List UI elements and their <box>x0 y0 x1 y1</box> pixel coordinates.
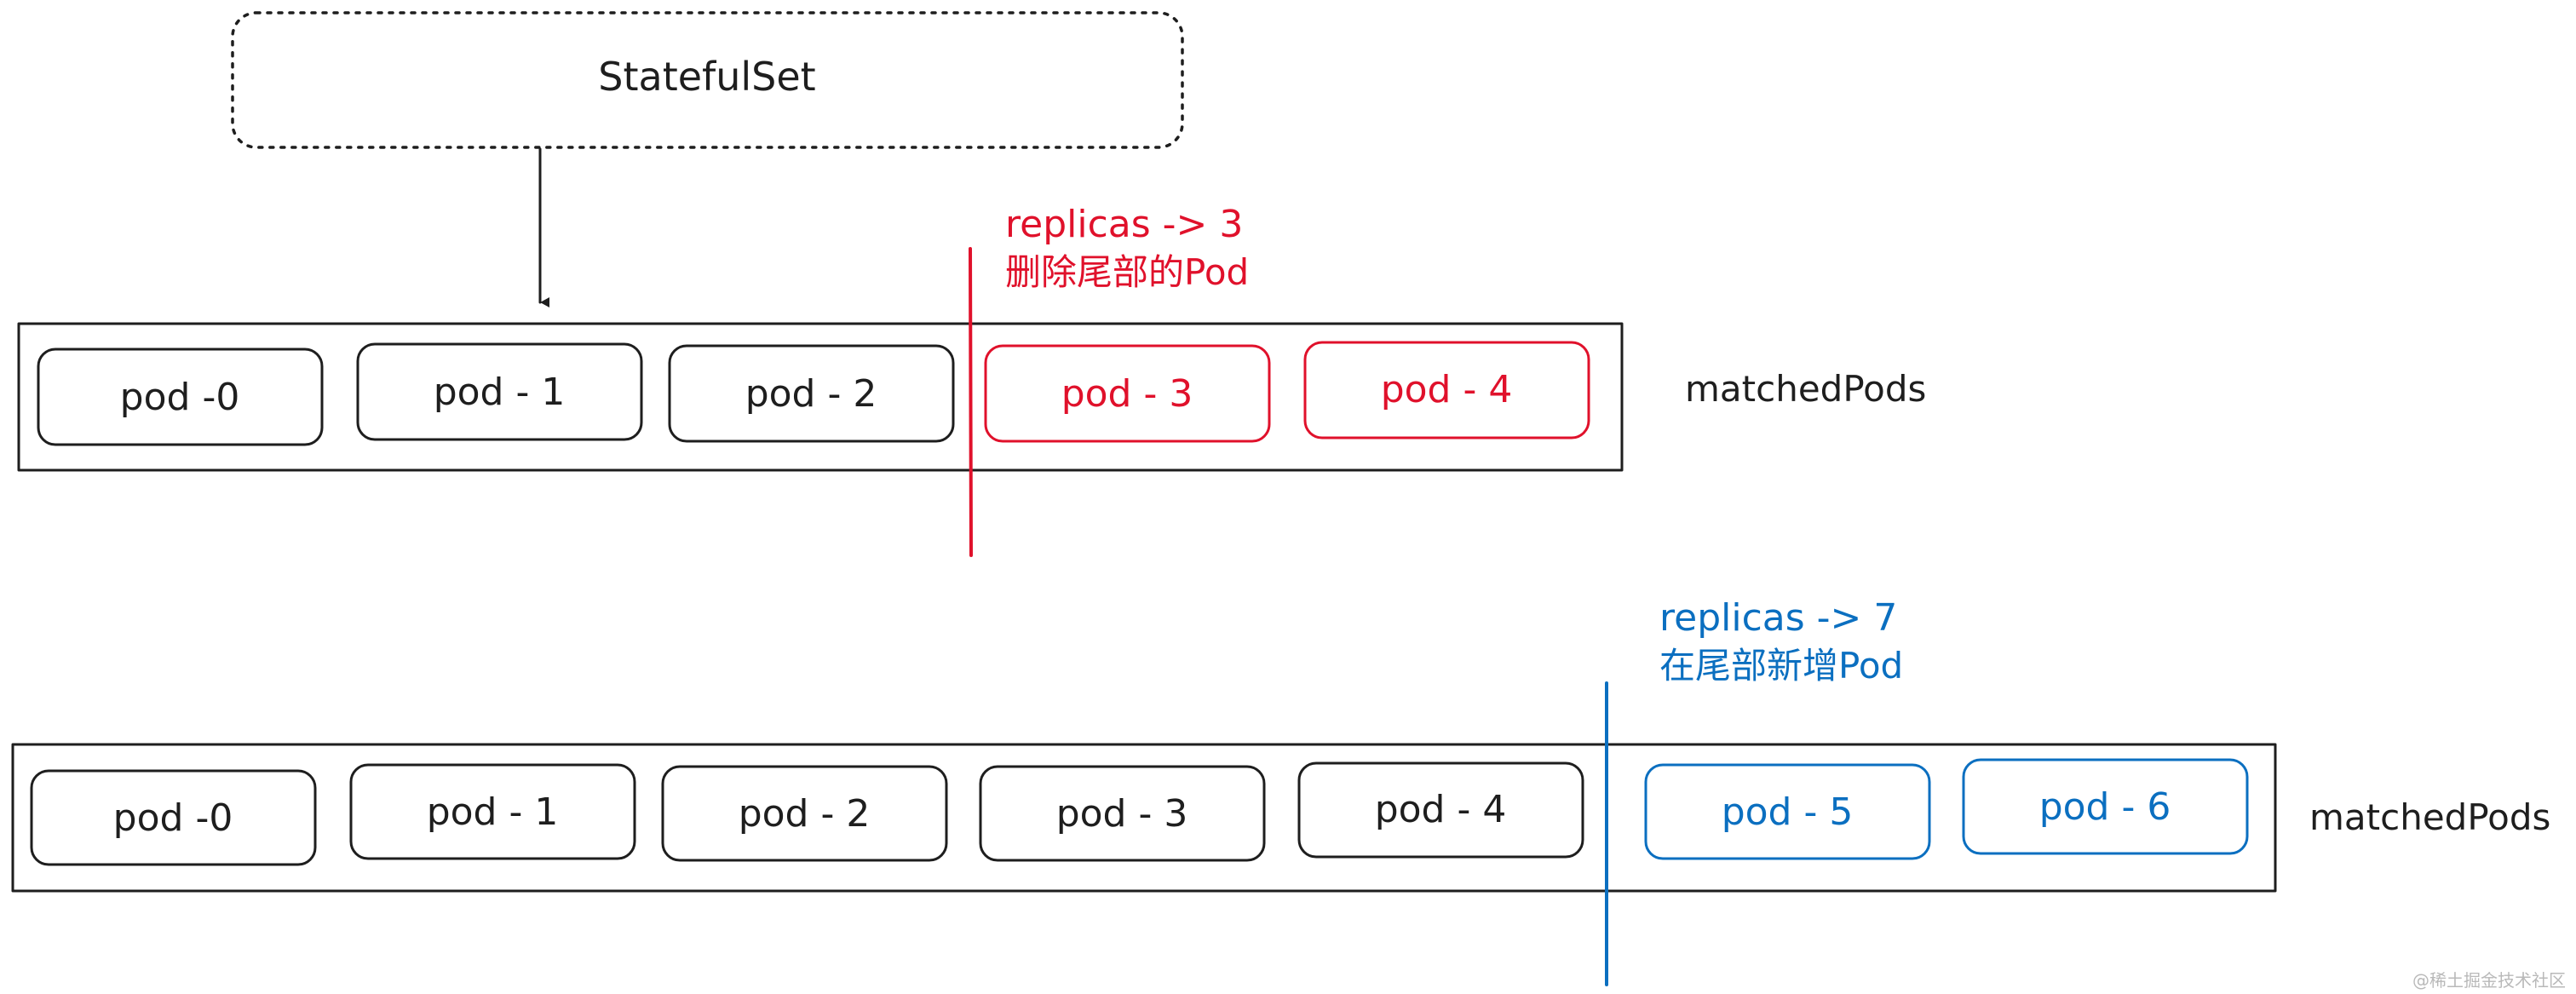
top-pod-3: pod - 3 <box>984 344 1271 443</box>
top-pod-4-label: pod - 4 <box>1381 368 1513 411</box>
top-pod-0-box <box>37 348 324 446</box>
bottom-pod-2-label: pod - 2 <box>739 792 871 836</box>
bottom-pod-5: pod - 5 <box>1644 763 1931 860</box>
bottom-pod-2-box <box>661 765 948 862</box>
bottom-pod-3-box <box>979 765 1266 862</box>
top-replicas-divider <box>969 247 973 557</box>
bottom-pod-4-box <box>1297 761 1584 859</box>
bottom-annotation-replicas: replicas -> 7 <box>1659 596 1897 640</box>
bottom-pod-1: pod - 1 <box>349 763 636 860</box>
top-pod-4-box <box>1303 341 1590 440</box>
statefulset-node: StatefulSet <box>231 11 1184 149</box>
top-pod-3-label: pod - 3 <box>1061 372 1193 416</box>
bottom-matched-pods-container <box>11 743 2277 893</box>
bottom-annotation-add: 在尾部新增Pod <box>1659 645 1903 687</box>
top-pod-1-label: pod - 1 <box>434 371 566 414</box>
bottom-pod-4-label: pod - 4 <box>1375 788 1507 831</box>
top-pod-2-box <box>668 344 955 443</box>
bottom-pod-3: pod - 3 <box>979 765 1266 862</box>
top-pod-0: pod -0 <box>37 348 324 446</box>
bottom-matched-pods-label: matchedPods <box>2309 796 2550 838</box>
watermark: @稀土掘金技术社区 <box>2412 970 2566 991</box>
bottom-pod-5-label: pod - 5 <box>1722 790 1854 834</box>
bottom-pod-6-label: pod - 6 <box>2039 785 2171 829</box>
top-annotation-delete: 删除尾部的Pod <box>1005 251 1249 293</box>
top-matched-pods-label: matchedPods <box>1685 368 1926 410</box>
bottom-pod-1-box <box>349 763 636 860</box>
top-pod-1: pod - 1 <box>356 342 643 441</box>
statefulset-label: StatefulSet <box>598 54 815 100</box>
bottom-pod-2: pod - 2 <box>661 765 948 862</box>
top-pod-3-box <box>984 344 1271 443</box>
bottom-pod-6: pod - 6 <box>1962 758 2249 855</box>
top-annotation-replicas: replicas -> 3 <box>1005 203 1243 246</box>
top-pod-1-box <box>356 342 643 441</box>
bottom-pod-0: pod -0 <box>30 769 317 866</box>
bottom-pod-3-label: pod - 3 <box>1056 792 1188 836</box>
bottom-pod-0-label: pod -0 <box>113 796 233 840</box>
top-pod-4: pod - 4 <box>1303 341 1590 440</box>
bottom-pod-5-box <box>1644 763 1931 860</box>
bottom-pod-4: pod - 4 <box>1297 761 1584 859</box>
top-pod-2: pod - 2 <box>668 344 955 443</box>
top-matched-pods-container <box>17 322 1624 472</box>
top-pod-0-label: pod -0 <box>120 376 240 419</box>
bottom-pod-6-box <box>1962 758 2249 855</box>
bottom-pod-1-label: pod - 1 <box>427 790 559 834</box>
top-pod-2-label: pod - 2 <box>745 372 877 416</box>
bottom-pod-0-box <box>30 769 317 866</box>
